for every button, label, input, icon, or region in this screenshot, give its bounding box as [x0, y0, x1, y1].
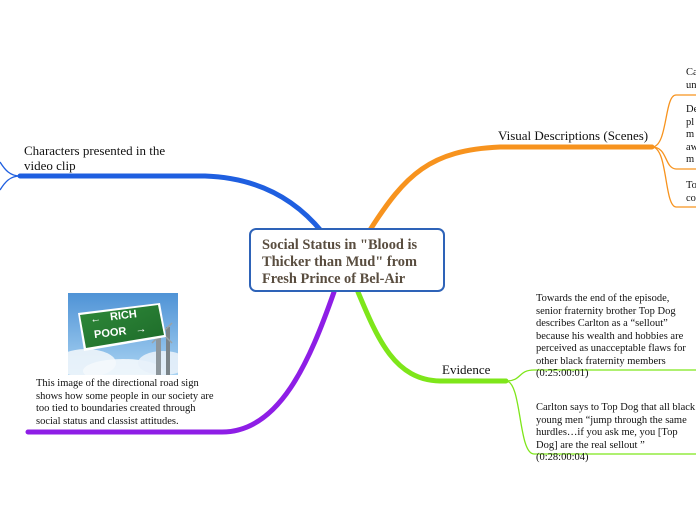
evidence-item-1[interactable]: Towards the end of the episode, senior f…	[536, 293, 686, 379]
evidence-item-2[interactable]: Carlton says to Top Dog that all black y…	[536, 402, 696, 463]
branch-sub-connector-evidence-2	[505, 380, 696, 455]
left-arrow-icon: ←	[89, 312, 102, 326]
branch-label-characters[interactable]: Characters presented in the video clip	[24, 143, 166, 173]
image-note-text[interactable]: This image of the directional road sign …	[36, 378, 214, 427]
rich-poor-road-sign-image[interactable]: ← RICH POOR →	[68, 293, 178, 375]
branch-connector-characters	[17, 173, 325, 235]
branch-connector-visual	[367, 144, 655, 233]
branch-sub-connector-evidence-1	[505, 369, 696, 382]
branch-sub-connector-characters-1	[0, 161, 21, 177]
branch-sub-connector-characters-2	[0, 175, 21, 191]
central-topic[interactable]: Social Status in "Blood is Thicker than …	[249, 228, 445, 292]
road-sign-illustration	[68, 293, 178, 375]
visual-item-1[interactable]: Ca un	[686, 67, 696, 91]
visual-item-2[interactable]: De pl m aw m	[686, 104, 696, 165]
branch-connector-evidence	[355, 289, 509, 384]
right-arrow-icon: →	[134, 322, 148, 337]
branch-sub-connector-visual-3	[651, 146, 696, 208]
visual-item-3[interactable]: To co	[686, 180, 696, 204]
branch-label-visual[interactable]: Visual Descriptions (Scenes)	[498, 128, 649, 143]
branch-sub-connector-visual-2	[651, 146, 696, 170]
branch-label-evidence[interactable]: Evidence	[442, 362, 491, 377]
branch-sub-connector-visual-1	[651, 94, 696, 148]
central-topic-label: Social Status in "Blood is Thicker than …	[262, 237, 418, 287]
branch-connector-image-note	[25, 289, 337, 435]
